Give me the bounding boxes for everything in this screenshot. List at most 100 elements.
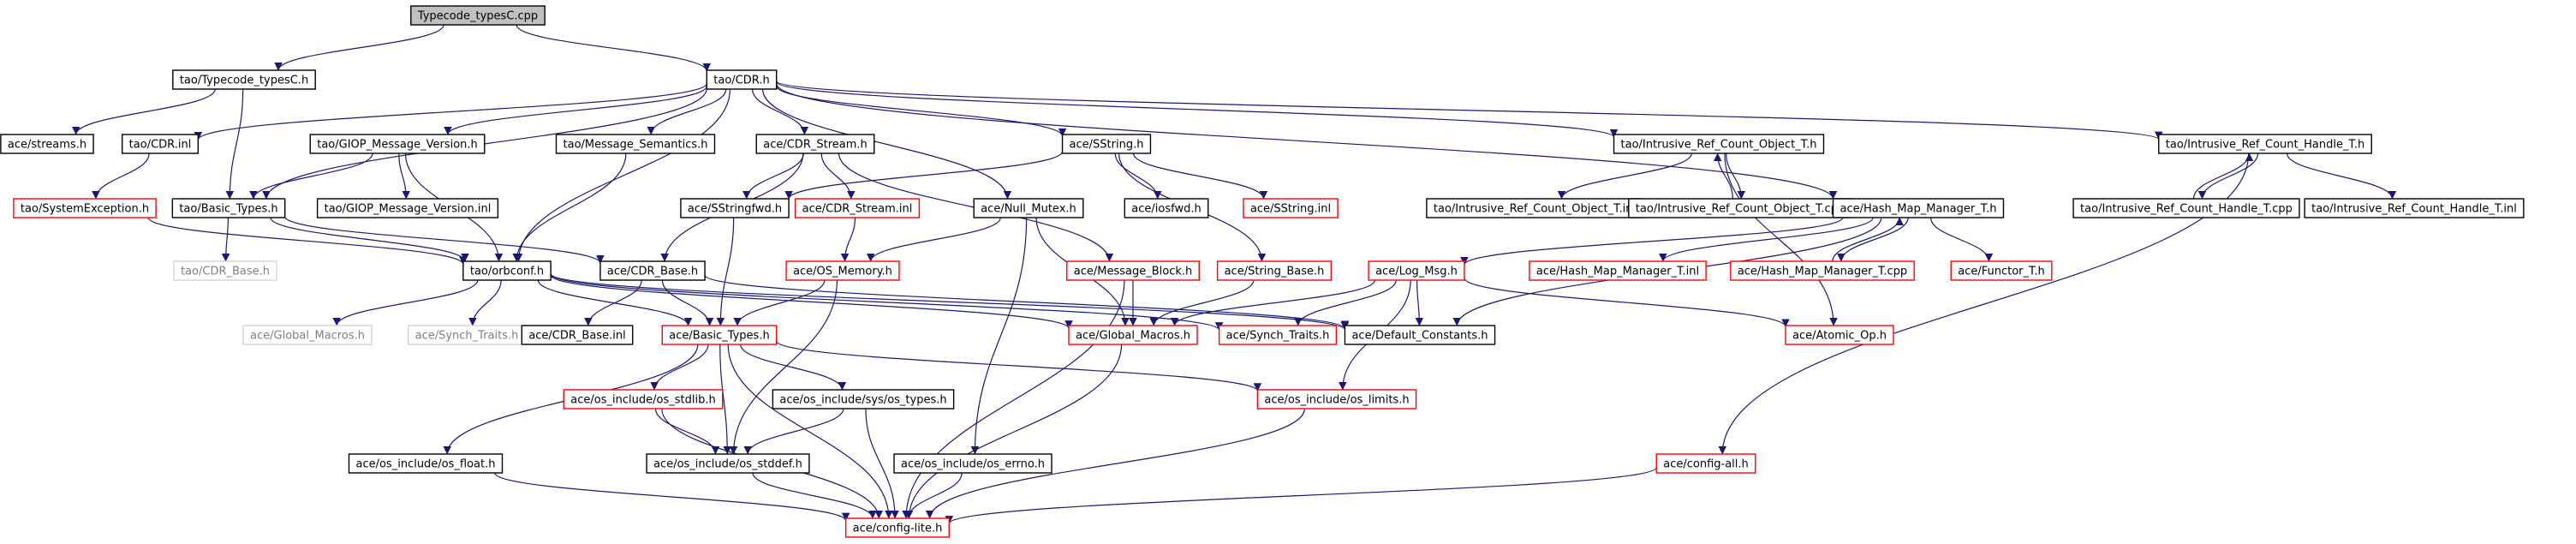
edge-hmm_h-to-log_msg (1460, 217, 1844, 266)
edge-config_all-to-config_lite (945, 467, 1657, 524)
node-synch-traits[interactable]: ace/Synch_Traits.h (1218, 325, 1338, 345)
edge-tao_basic-to-orbconf (270, 217, 469, 262)
node-label: tao/CDR.h (713, 75, 769, 87)
node-cdr-base-inl[interactable]: ace/CDR_Base.inl (521, 325, 634, 345)
node-label: ace/os_include/os_stddef.h (653, 458, 802, 471)
node-label: ace/os_include/os_stdlib.h (570, 394, 715, 407)
node-tao-cdr-base[interactable]: tao/CDR_Base.h (173, 260, 277, 281)
node-box (1950, 260, 2053, 281)
node-box (521, 325, 634, 345)
node-box (844, 517, 951, 538)
node-tao-basic[interactable]: tao/Basic_Types.h (171, 198, 286, 218)
node-os-limits[interactable]: ace/os_include/os_limits.h (1256, 389, 1417, 409)
edge-cdr_h-to-cdr_inl (194, 82, 707, 140)
edge-cdr_h-to-giop_h (444, 86, 707, 135)
node-irc-handle-inl[interactable]: tao/Intrusive_Ref_Count_Handle_T.inl (2304, 198, 2525, 218)
node-irc-obj-inl[interactable]: tao/Intrusive_Ref_Count_Object_T.inl (1426, 198, 1643, 218)
edge-hmm_h-to-hmm_cpp (1837, 217, 1909, 262)
node-os-sys-types[interactable]: ace/os_include/sys/os_types.h (772, 389, 955, 409)
node-os-stddef[interactable]: ace/os_include/os_stddef.h (646, 453, 810, 474)
node-label: ace/streams.h (8, 139, 86, 152)
node-giop-inl[interactable]: tao/GIOP_Message_Version.inl (316, 198, 499, 218)
node-hmm-inl[interactable]: ace/Hash_Map_Manager_T.inl (1529, 260, 1707, 281)
node-sstring-h[interactable]: ace/SString.h (1061, 134, 1152, 154)
edge-ace_cdr_base-to-ace_basic (661, 279, 714, 326)
edge-hmm_cpp-to-hmm_h (1832, 217, 1904, 262)
node-box (1066, 260, 1200, 281)
node-cdr-inl[interactable]: tao/CDR.inl (121, 134, 200, 154)
node-label: tao/orbconf.h (470, 266, 544, 278)
node-box (661, 325, 778, 345)
edge-null_mutex-to-os_memory (866, 217, 1001, 262)
node-hmm-h[interactable]: ace/Hash_Map_Manager_T.h (1832, 198, 2005, 218)
node-label: tao/Intrusive_Ref_Count_Handle_T.inl (2311, 203, 2517, 216)
edge-sstringfwd-to-ace_basic (716, 217, 735, 326)
node-label: ace/os_include/sys/os_types.h (779, 394, 946, 407)
edge-cdr_h-to-irc_obj_h (776, 81, 1619, 138)
node-ace-cdr-base[interactable]: ace/CDR_Base.h (599, 260, 706, 281)
node-log-msg[interactable]: ace/Log_Msg.h (1368, 260, 1465, 281)
node-cdr-stream-inl[interactable]: ace/CDR_Stream.inl (794, 198, 921, 218)
node-config-all[interactable]: ace/config-all.h (1655, 453, 1756, 474)
edge-root-to-cdr_h (516, 24, 711, 72)
node-msg-block[interactable]: ace/Message_Block.h (1066, 260, 1200, 281)
node-default-consts[interactable]: ace/Default_Constants.h (1344, 325, 1496, 345)
edge-os_sys_types-to-os_stddef (743, 408, 844, 455)
node-sysexc[interactable]: tao/SystemException.h (13, 198, 157, 218)
node-box (462, 260, 552, 281)
node-sstring-inl[interactable]: ace/SString.inl (1243, 198, 1339, 218)
node-hmm-cpp[interactable]: ace/Hash_Map_Manager_T.cpp (1730, 260, 1915, 281)
node-irc-handle-cpp[interactable]: tao/Intrusive_Ref_Count_Handle_T.cpp (2072, 198, 2300, 218)
node-iosfwd[interactable]: ace/iosfwd.h (1124, 198, 1209, 218)
node-streams[interactable]: ace/streams.h (0, 134, 94, 154)
node-global-macros[interactable]: ace/Global_Macros.h (1068, 325, 1198, 345)
node-box (2158, 134, 2372, 154)
node-label: ace/Hash_Map_Manager_T.cpp (1738, 266, 1907, 278)
node-ace-basic[interactable]: ace/Basic_Types.h (661, 325, 778, 345)
edge-sstring_h-to-sstring_inl (1132, 152, 1268, 200)
edge-ace_basic-to-config_lite (727, 344, 893, 519)
node-giop-h[interactable]: tao/GIOP_Message_Version.h (309, 134, 486, 154)
node-synch-traits-grey[interactable]: ace/Synch_Traits.h (407, 325, 527, 345)
node-root[interactable]: Typecode_typesC.cpp (410, 5, 546, 26)
node-os-float[interactable]: ace/os_include/os_float.h (348, 453, 504, 474)
edge-cdr_h-to-sstring_h (776, 85, 1067, 137)
node-label: ace/String_Base.h (1225, 266, 1325, 278)
node-msg-sem[interactable]: tao/Message_Semantics.h (555, 134, 716, 154)
node-box (1061, 134, 1152, 154)
node-box (242, 325, 373, 345)
node-box (1344, 325, 1496, 345)
edge-ace_basic-to-os_sys_types (740, 344, 847, 391)
node-atomic-op[interactable]: ace/Atomic_Op.h (1785, 325, 1894, 345)
node-irc-obj-cpp[interactable]: tao/Intrusive_Ref_Count_Object_T.cpp (1628, 198, 1852, 218)
node-orbconf[interactable]: tao/orbconf.h (462, 260, 552, 281)
node-box (1124, 198, 1209, 218)
node-config-lite[interactable]: ace/config-lite.h (844, 517, 951, 538)
node-box (1068, 325, 1198, 345)
node-label: ace/Global_Macros.h (1076, 330, 1190, 343)
node-irc-obj-h[interactable]: tao/Intrusive_Ref_Count_Object_T.h (1613, 134, 1825, 154)
edge-cdr_inl-to-sysexc (92, 152, 150, 200)
node-label: tao/Intrusive_Ref_Count_Object_T.h (1621, 139, 1817, 152)
edge-global_macros-to-config_lite (904, 344, 1123, 519)
node-string-base[interactable]: ace/String_Base.h (1216, 260, 1333, 281)
edge-cdr_h-to-orbconf (514, 88, 731, 262)
node-tc-types-h[interactable]: tao/Typecode_typesC.h (172, 69, 316, 90)
edge-cdr_h-to-null_mutex (761, 88, 1012, 200)
edge-irc_handle_h-to-irc_handle_cpp (2197, 152, 2259, 200)
node-cdr-h[interactable]: tao/CDR.h (706, 69, 778, 90)
node-ace-cdr-stream[interactable]: ace/CDR_Stream.h (755, 134, 875, 154)
node-os-memory[interactable]: ace/OS_Memory.h (785, 260, 900, 281)
node-global-macros-grey[interactable]: ace/Global_Macros.h (242, 325, 373, 345)
node-os-errno[interactable]: ace/os_include/os_errno.h (893, 453, 1052, 474)
node-os-stdlib[interactable]: ace/os_include/os_stdlib.h (563, 389, 724, 409)
node-irc-handle-h[interactable]: tao/Intrusive_Ref_Count_Handle_T.h (2158, 134, 2372, 154)
edge-ace_basic-to-os_limits (776, 340, 1262, 392)
edge-tao_basic-to-ace_cdr_base (284, 216, 605, 264)
edge-cdr_stream_inl-to-os_memory (840, 217, 856, 262)
node-sstringfwd[interactable]: ace/SStringfwd.h (680, 198, 790, 218)
node-null-mutex[interactable]: ace/Null_Mutex.h (973, 198, 1084, 218)
edge-ace_cdr_base-to-cdr_base_inl (584, 279, 642, 326)
node-functor[interactable]: ace/Functor_T.h (1950, 260, 2053, 281)
